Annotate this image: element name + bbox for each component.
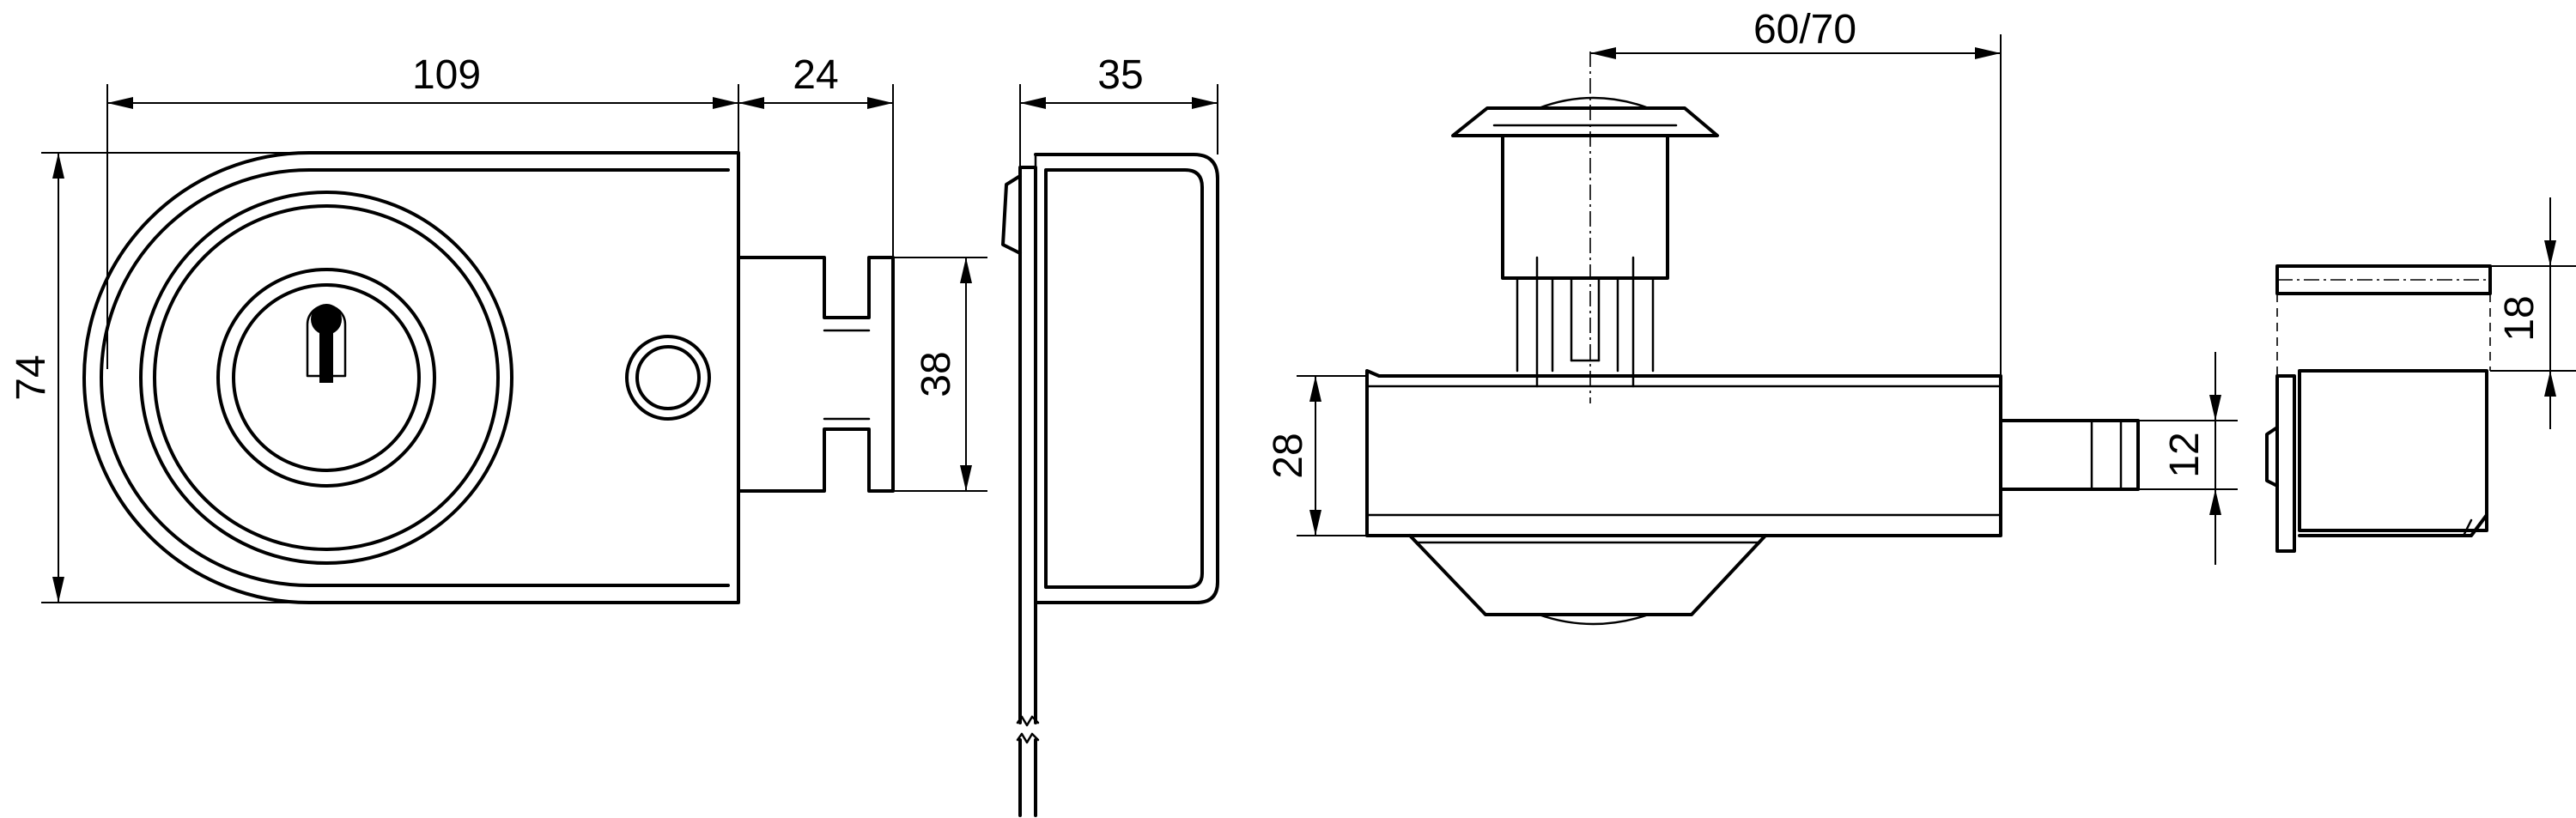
lock-body-outline [82,151,740,604]
dim-label-60-70: 60/70 [1753,7,1856,52]
keeper-plate [2275,374,2296,553]
lock-case-side [1034,153,1219,604]
dim-label-35: 35 [1097,52,1143,98]
cylinder-body [1501,134,1669,280]
lock-case-top [1365,369,2002,537]
escutcheon-ring [153,204,500,551]
glass-pane [1018,166,1037,724]
dim-label-28: 28 [1266,433,1311,478]
keyhole-icon [306,304,347,383]
dim-label-12: 12 [2162,432,2208,477]
release-button-inner [635,345,701,410]
deadbolt [1999,419,2140,491]
top-view-dimensions: 60/70 28 12 18 [1266,7,2576,565]
lock-body-inner-edge [100,168,730,587]
release-button-outer [625,335,711,421]
cylinder-ring [216,268,436,488]
dim-label-24: 24 [793,52,838,98]
side-view [1001,153,1219,817]
dim-label-38: 38 [914,351,959,397]
bolt-projection [737,256,895,493]
dim-label-18: 18 [2497,295,2543,341]
top-view [1365,52,2492,626]
front-view [82,151,895,604]
cylinder-face [232,283,421,472]
dim-label-74: 74 [9,354,54,400]
escutcheon-outer [139,191,513,565]
dim-label-109: 109 [412,52,481,98]
front-view-dimensions: 109 24 74 38 [9,52,987,603]
cylinder-bottom [1408,534,1767,616]
side-view-dimensions: 35 [1019,52,1218,167]
keeper-body [2298,369,2488,532]
cylinder-cap [1451,106,1719,137]
